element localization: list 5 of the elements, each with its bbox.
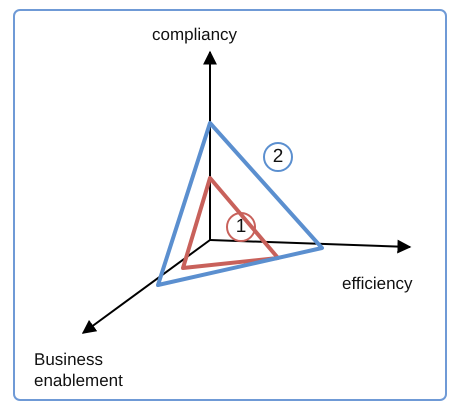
axis-label: Business enablement xyxy=(34,349,124,391)
axis-label: efficiency xyxy=(342,273,413,294)
axis-label: compliancy xyxy=(152,24,238,45)
callout-number: 1 xyxy=(226,212,256,242)
callout-number: 2 xyxy=(263,142,293,172)
